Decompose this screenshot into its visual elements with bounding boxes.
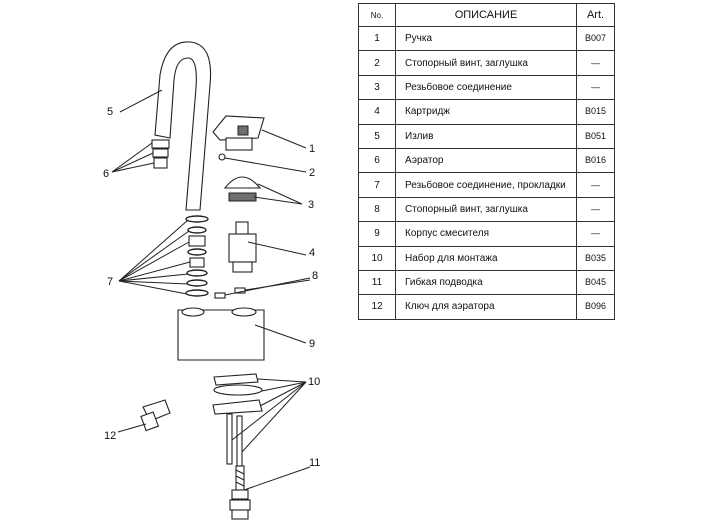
row-art: — (576, 196, 615, 223)
row-no: 12 (358, 294, 396, 320)
callout-10: 10 (308, 376, 320, 388)
set-screw-part (218, 153, 226, 161)
row-description: Стопорный винт, заглушка (395, 196, 577, 223)
row-art: — (576, 50, 615, 76)
flexible-hose-part (229, 465, 251, 520)
row-no: 5 (358, 123, 396, 149)
row-description: Набор для монтажа (395, 245, 577, 271)
header-art: Art. (576, 3, 615, 27)
row-description: Ручка (395, 25, 577, 52)
row-no: 1 (358, 25, 396, 52)
leader-lines (111, 89, 311, 491)
cartridge-part (228, 221, 257, 273)
callout-6: 6 (103, 168, 109, 180)
mixer-body-part (177, 307, 265, 361)
callout-11: 11 (309, 457, 320, 469)
body-screw-part (214, 287, 246, 299)
row-art: B096 (576, 294, 615, 320)
row-description: Аэратор (395, 147, 577, 174)
row-art: B035 (576, 245, 615, 271)
row-no: 11 (358, 269, 396, 296)
aerator-key-part (140, 399, 171, 432)
callout-8: 8 (312, 270, 318, 282)
row-art: — (576, 172, 615, 198)
row-no: 6 (358, 147, 396, 174)
row-no: 3 (358, 74, 396, 101)
row-no: 7 (358, 172, 396, 198)
row-art: — (576, 221, 615, 247)
row-description: Резьбовое соединение, прокладки (395, 172, 577, 198)
exploded-view-diagram: 5 6 1 2 3 4 7 8 9 10 11 12 (103, 41, 320, 520)
callout-1: 1 (309, 143, 315, 155)
callout-5: 5 (107, 106, 113, 118)
callout-2: 2 (309, 167, 315, 179)
row-no: 8 (358, 196, 396, 223)
row-no: 10 (358, 245, 396, 271)
row-description: Ключ для аэратора (395, 294, 577, 320)
row-art: B045 (576, 269, 615, 296)
row-description: Стопорный винт, заглушка (395, 50, 577, 76)
callout-4: 4 (309, 247, 315, 259)
row-art: B007 (576, 25, 615, 52)
callout-9: 9 (309, 338, 315, 350)
row-art: B015 (576, 99, 615, 125)
handle-part (212, 115, 265, 151)
row-description: Резьбовое соединение (395, 74, 577, 101)
row-no: 2 (358, 50, 396, 76)
mounting-kit-part (212, 373, 263, 467)
row-description: Излив (395, 123, 577, 149)
callout-3: 3 (308, 199, 314, 211)
row-art: B051 (576, 123, 615, 149)
row-description: Корпус смесителя (395, 221, 577, 247)
header-no: No. (358, 3, 396, 27)
row-no: 4 (358, 99, 396, 125)
row-description: Гибкая подводка (395, 269, 577, 296)
callout-12: 12 (104, 430, 116, 442)
row-art: — (576, 74, 615, 101)
row-no: 9 (358, 221, 396, 247)
row-art: B016 (576, 147, 615, 174)
header-description: ОПИСАНИЕ (395, 3, 577, 27)
parts-table-header: No. ОПИСАНИЕ Art. (358, 3, 615, 27)
gasket-stack-part (185, 215, 209, 297)
row-description: Картридж (395, 99, 577, 125)
spout-part (154, 41, 212, 211)
aerator-part (151, 139, 170, 169)
callout-7: 7 (107, 276, 113, 288)
